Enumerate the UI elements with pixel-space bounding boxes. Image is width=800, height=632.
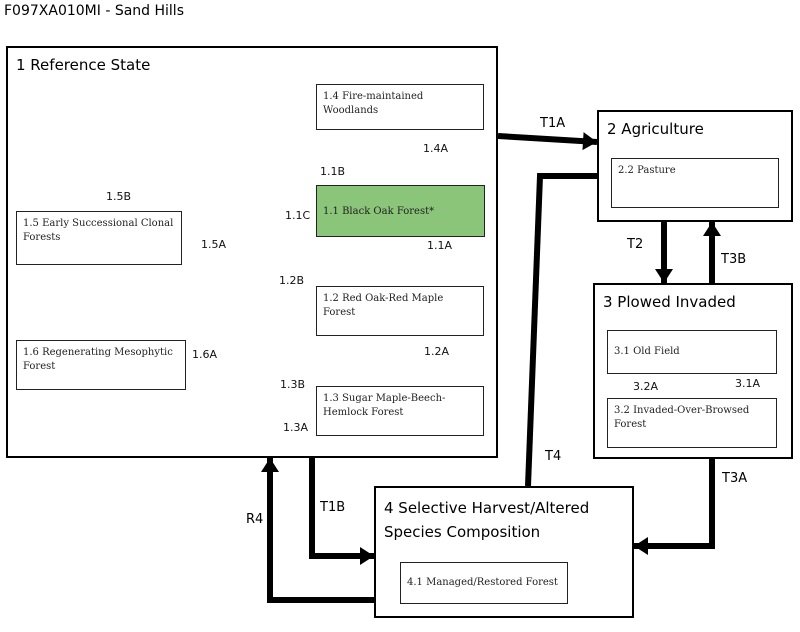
transition-label-t3b: T3B: [721, 252, 747, 267]
transition-t1b-arrow: [309, 458, 374, 565]
pathway-label-1-2b: 1.2B: [279, 274, 305, 287]
pathway-label-3-2a: 3.2A: [633, 380, 659, 393]
phase-2-2-pasture: 2.2 Pasture: [611, 158, 779, 208]
pathway-label-1-5a: 1.5A: [201, 238, 227, 251]
phase-4-1-managed-restored-forest: 4.1 Managed/Restored Forest: [400, 562, 568, 604]
transition-t3b-arrow: [703, 222, 721, 283]
pathway-label-1-1b: 1.1B: [320, 165, 346, 178]
pathway-label-1-4a: 1.4A: [423, 142, 449, 155]
state-2-title: 2 Agriculture: [607, 120, 704, 138]
phase-1-3-sugar-maple-beech-hemlock-forest: 1.3 Sugar Maple-Beech-Hemlock Forest: [316, 386, 484, 436]
phase-1-6-regenerating-mesophytic-forest: 1.6 Regenerating Mesophytic Forest: [16, 340, 186, 390]
transition-label-t3a: T3A: [722, 471, 748, 486]
transition-label-t1a: T1A: [540, 116, 566, 131]
phase-3-1-old-field: 3.1 Old Field: [607, 330, 777, 374]
phase-1-5-early-successional-clonal-forests: 1.5 Early Successional Clonal Forests: [16, 211, 182, 265]
phase-1-1-black-oak-forest: 1.1 Black Oak Forest*: [316, 185, 485, 237]
pathway-label-1-3b: 1.3B: [280, 378, 306, 391]
transition-label-r4: R4: [246, 512, 264, 527]
diagram-title: F097XA010MI - Sand Hills: [4, 3, 184, 19]
transition-t2-arrow: [655, 222, 673, 283]
pathway-label-1-1a: 1.1A: [427, 239, 453, 252]
pathway-label-3-1a: 3.1A: [735, 377, 761, 390]
transition-label-t4: T4: [545, 449, 562, 464]
transition-t3a-arrow: [634, 459, 715, 555]
transition-label-t1b: T1B: [320, 500, 346, 515]
pathway-label-1-6a: 1.6A: [192, 348, 218, 361]
pathway-label-1-2a: 1.2A: [424, 345, 450, 358]
transition-r4-arrow: [261, 458, 374, 603]
phase-1-4-fire-maintained-woodlands: 1.4 Fire-maintained Woodlands: [316, 84, 484, 130]
pathway-label-1-5b: 1.5B: [106, 190, 132, 203]
transition-t1a-arrow: [497, 132, 598, 151]
state-3-title: 3 Plowed Invaded: [603, 293, 736, 311]
pathway-label-1-3a: 1.3A: [283, 421, 309, 434]
transition-label-t2: T2: [627, 237, 644, 252]
state-1-title: 1 Reference State: [16, 56, 151, 74]
phase-1-2-red-oak-red-maple-forest: 1.2 Red Oak-Red Maple Forest: [316, 286, 484, 336]
pathway-label-1-1c: 1.1C: [285, 209, 311, 222]
phase-3-2-invaded-over-browsed-forest: 3.2 Invaded-Over-Browsed Forest: [607, 398, 777, 448]
state-4-title: 4 Selective Harvest/Altered Species Comp…: [384, 499, 590, 541]
